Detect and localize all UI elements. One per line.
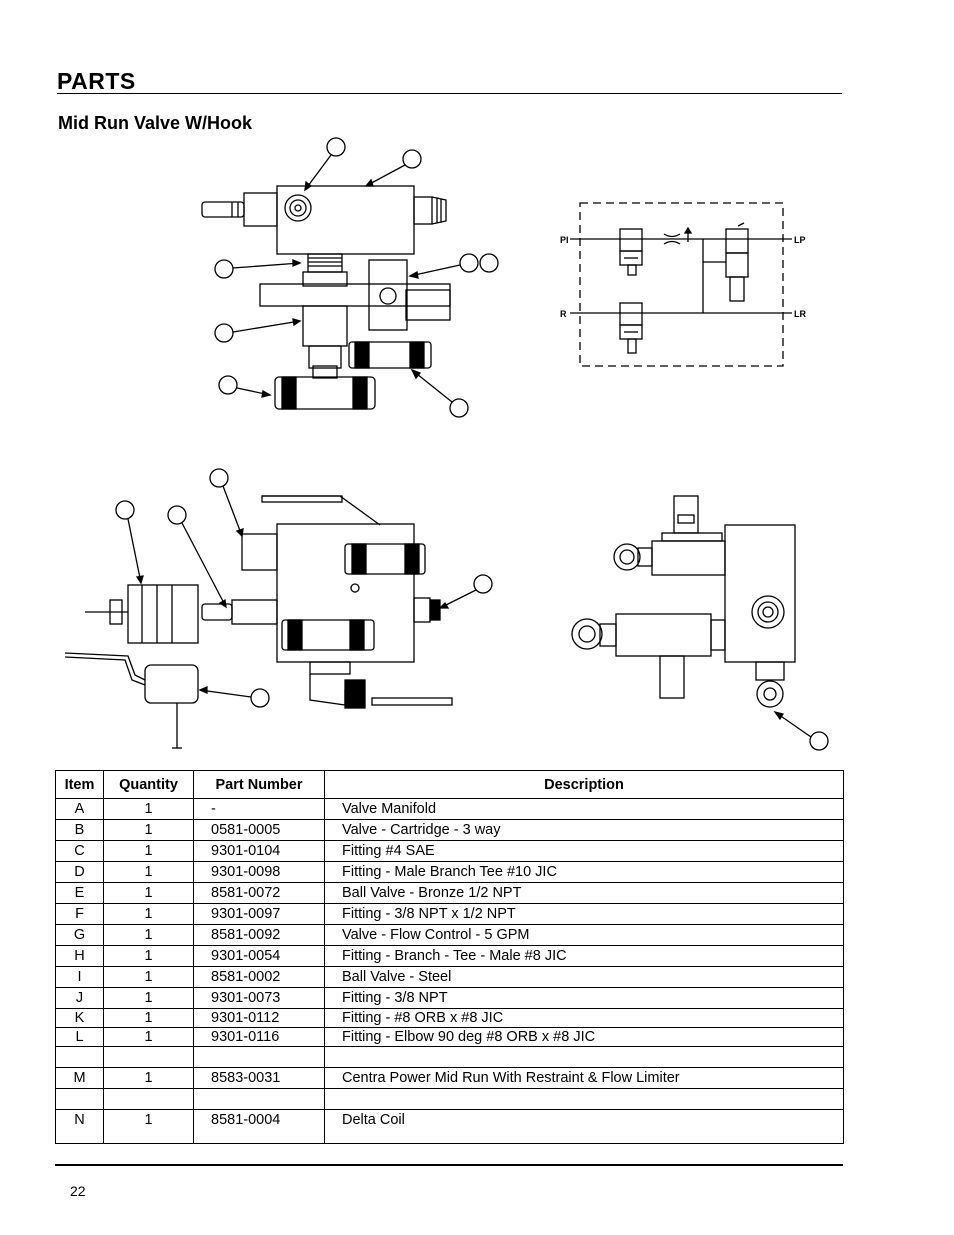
section-title: Mid Run Valve W/Hook	[58, 113, 253, 133]
parts-drawing: PI LP R LR	[64, 137, 829, 751]
callout-markers-bottom-right	[773, 710, 829, 751]
column-header-item: Item	[55, 770, 104, 799]
schematic-port-r: R	[560, 309, 567, 319]
table-header-row: Item Quantity Part Number Description	[55, 770, 844, 799]
footer-rule	[55, 1164, 843, 1166]
column-header-description: Description	[324, 770, 844, 799]
schematic-port-lp: LP	[794, 235, 806, 245]
hydraulic-schematic	[570, 202, 792, 367]
schematic-port-pi: PI	[560, 235, 569, 245]
table-row-empty	[55, 1088, 844, 1110]
page-title: PARTS	[57, 68, 136, 94]
assembly-end-view	[571, 495, 796, 708]
table-row-empty	[55, 1046, 844, 1068]
page-number: 22	[70, 1183, 86, 1199]
callout-markers-bottom-left	[115, 468, 493, 708]
column-header-part-number: Part Number	[193, 770, 325, 799]
schematic-port-lr: LR	[794, 309, 806, 319]
column-header-quantity: Quantity	[103, 770, 194, 799]
header-rule	[57, 93, 842, 94]
callout-markers-top	[214, 137, 499, 418]
assembly-side-view	[64, 495, 453, 749]
assembly-front-view	[201, 185, 451, 410]
